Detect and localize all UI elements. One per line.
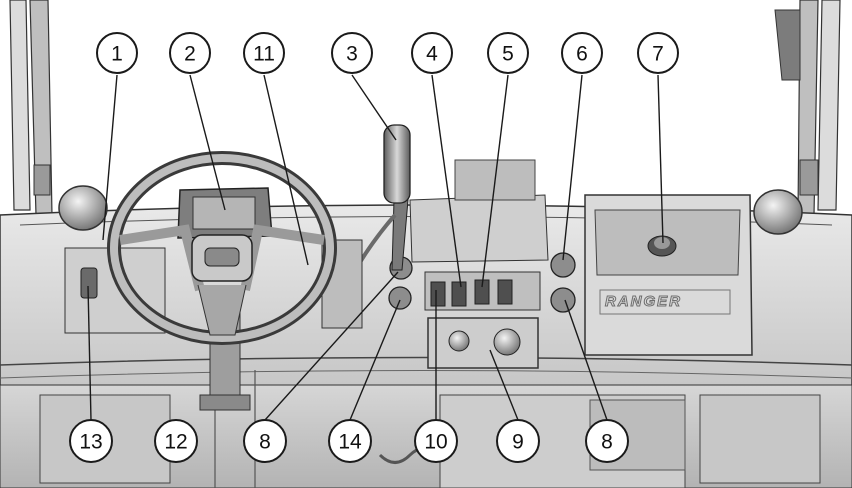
leader-11 xyxy=(263,74,309,266)
right-speaker xyxy=(753,189,803,235)
svg-text:8: 8 xyxy=(601,431,613,454)
callout-9: 9 xyxy=(496,419,540,463)
svg-text:5: 5 xyxy=(502,43,514,66)
leader-7 xyxy=(657,74,664,244)
svg-text:8: 8 xyxy=(259,431,271,454)
hvac-control-panel xyxy=(427,317,539,369)
switch-panel xyxy=(424,271,541,311)
leader-2 xyxy=(189,74,226,211)
svg-text:12: 12 xyxy=(164,431,187,454)
leader-8a xyxy=(264,271,399,421)
power-outlet-right-upper xyxy=(550,252,576,278)
leader-13 xyxy=(87,285,92,421)
callout-1: 1 xyxy=(96,32,138,74)
leader-3 xyxy=(351,74,397,141)
leader-8b xyxy=(564,299,608,421)
leader-lines xyxy=(87,74,664,421)
leader-5 xyxy=(481,74,509,288)
power-outlet-right-lower xyxy=(550,287,576,313)
callout-6: 6 xyxy=(561,32,603,74)
callout-3: 3 xyxy=(331,32,373,74)
callout-4: 4 xyxy=(411,32,453,74)
power-outlet-left-lower xyxy=(388,286,412,310)
glovebox-latch xyxy=(647,235,677,257)
callout-14: 14 xyxy=(328,419,372,463)
callout-2: 2 xyxy=(169,32,211,74)
callout-8-left: 8 xyxy=(243,419,287,463)
svg-text:9: 9 xyxy=(512,431,524,454)
callout-13: 13 xyxy=(69,419,113,463)
svg-text:7: 7 xyxy=(652,43,664,66)
svg-text:11: 11 xyxy=(253,43,275,66)
leader-9 xyxy=(489,349,519,421)
svg-text:4: 4 xyxy=(426,43,438,66)
steering-wheel xyxy=(107,151,337,345)
right-roll-cage-pillar xyxy=(774,0,841,216)
callout-7: 7 xyxy=(637,32,679,74)
leader-4 xyxy=(431,74,462,288)
svg-text:1: 1 xyxy=(111,43,123,66)
svg-text:2: 2 xyxy=(184,43,196,66)
left-speaker xyxy=(58,185,108,231)
leader-6 xyxy=(562,74,583,261)
svg-text:13: 13 xyxy=(79,431,102,454)
center-upper-panel xyxy=(409,159,549,263)
glovebox: RANGER xyxy=(584,194,753,356)
svg-text:10: 10 xyxy=(424,431,447,454)
callout-8-right: 8 xyxy=(585,419,629,463)
callout-11: 11 xyxy=(243,32,285,74)
instrument-cluster xyxy=(177,187,273,239)
callout-5: 5 xyxy=(487,32,529,74)
leader-1 xyxy=(102,74,118,241)
svg-text:6: 6 xyxy=(576,43,588,66)
svg-text:14: 14 xyxy=(338,431,362,454)
callout-10: 10 xyxy=(414,419,458,463)
ranger-brand-emboss: RANGER xyxy=(605,293,682,310)
left-roll-cage-pillar xyxy=(9,0,53,216)
svg-text:3: 3 xyxy=(346,43,358,66)
leader-14 xyxy=(349,299,401,421)
callout-12: 12 xyxy=(154,419,198,463)
